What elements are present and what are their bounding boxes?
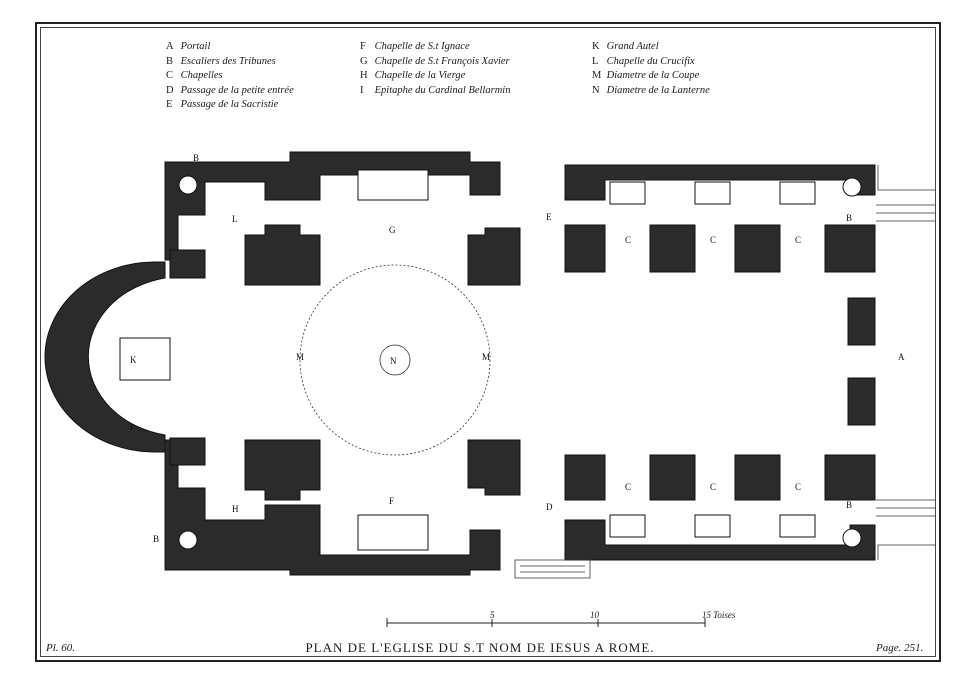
legend-item-g: G Chapelle de S.t François Xavier [360, 55, 510, 67]
legend-item-f: F Chapelle de S.t Ignace [360, 41, 470, 52]
legend-item-c: C Chapelles [166, 70, 223, 81]
legend-item-m: M Diametre de la Coupe [592, 70, 700, 81]
label-b-se: B [846, 500, 852, 510]
legend-item-h: H Chapelle de la Vierge [360, 70, 466, 81]
label-b-ne: B [846, 213, 852, 223]
outer-frame [35, 22, 941, 662]
legend-item-b: B Escaliers des Tribunes [166, 55, 276, 67]
label-c-n3: C [795, 235, 801, 245]
label-d: D [546, 502, 553, 512]
label-l: L [232, 214, 238, 224]
label-b-sw: B [153, 534, 159, 544]
pier-se [467, 439, 521, 496]
south-wall [164, 439, 501, 576]
label-g: G [389, 225, 396, 235]
label-c-n2: C [710, 235, 716, 245]
label-b-nw: B [193, 153, 199, 163]
chapel-pier-s3 [734, 454, 781, 501]
side-entrance-steps [514, 559, 591, 579]
pier-nw [244, 224, 321, 286]
stair-se-icon [842, 528, 862, 548]
altar-c-s3 [779, 514, 816, 538]
legend-item-e: E Passage de la Sacristie [166, 99, 279, 110]
label-c-s3: C [795, 482, 801, 492]
dome-circle [299, 264, 491, 456]
altar-c-n3 [779, 181, 816, 205]
altar-k [119, 337, 171, 381]
entrance-steps-south [876, 499, 935, 517]
label-e: E [546, 212, 552, 222]
lantern-circle [379, 344, 411, 376]
legend-column-3: K Grand Autel L Chapelle du Crucifix M D… [592, 40, 710, 98]
chapel-pier-n1 [564, 224, 606, 273]
altar-c-n2 [694, 181, 731, 205]
legend-item-l: L Chapelle du Crucifix [592, 55, 695, 67]
legend-item-a: A Portail [166, 41, 211, 52]
stair-sw-icon [178, 530, 198, 550]
plate-number: Pl. 60. [46, 642, 76, 654]
inner-frame [40, 27, 936, 657]
legend-column-1: A Portail B Escaliers des Tribunes C Cha… [166, 40, 294, 113]
entrance-steps-north [876, 204, 935, 222]
altar-g [357, 169, 429, 201]
label-m-east: M [482, 352, 490, 362]
north-wall [164, 151, 501, 261]
label-k: K [130, 355, 137, 365]
chapel-pier-n3 [734, 224, 781, 273]
chapel-pier-n2 [649, 224, 696, 273]
legend-column-2: F Chapelle de S.t Ignace G Chapelle de S… [360, 40, 510, 98]
pier-ne [467, 227, 521, 286]
label-n: N [390, 356, 397, 366]
label-c-s1: C [625, 482, 631, 492]
choir-wall-north [169, 249, 206, 279]
stair-nw-icon [178, 175, 198, 195]
stair-ne-icon [842, 177, 862, 197]
chapel-pier-n4 [824, 224, 876, 273]
altar-c-s1 [609, 514, 646, 538]
scale-label-15: 15 Toises [702, 610, 736, 620]
facade-pier-north [847, 297, 876, 346]
altar-c-s2 [694, 514, 731, 538]
label-m-west: M [296, 352, 304, 362]
label-h: H [232, 504, 239, 514]
label-c-n1: C [625, 235, 631, 245]
chapel-pier-s2 [649, 454, 696, 501]
page-number: Page. 251. [876, 642, 924, 654]
legend-item-i: I Epitaphe du Cardinal Bellarmin [360, 84, 511, 96]
south-aisle-wall [564, 519, 876, 561]
altar-f [357, 514, 429, 551]
label-f: F [389, 496, 394, 506]
label-i: I [130, 422, 133, 432]
page-title: PLAN DE L'EGLISE DU S.T NOM DE IESUS A R… [305, 640, 655, 655]
legend-item-n: N Diametre de la Lanterne [592, 84, 710, 96]
facade-boundary [877, 165, 935, 560]
label-c-s2: C [710, 482, 716, 492]
apse-wall [44, 261, 166, 453]
facade-pier-south [847, 377, 876, 426]
altar-c-n1 [609, 181, 646, 205]
legend-item-d: D Passage de la petite entrée [166, 84, 294, 96]
choir-wall-south [169, 437, 206, 466]
legend-item-k: K Grand Autel [592, 41, 659, 52]
scale-label-5: 5 [490, 610, 495, 620]
pier-sw [244, 439, 321, 501]
chapel-pier-s1 [564, 454, 606, 501]
label-a: A [898, 352, 905, 362]
scale-label-10: 10 [590, 610, 599, 620]
chapel-pier-s4 [824, 454, 876, 501]
